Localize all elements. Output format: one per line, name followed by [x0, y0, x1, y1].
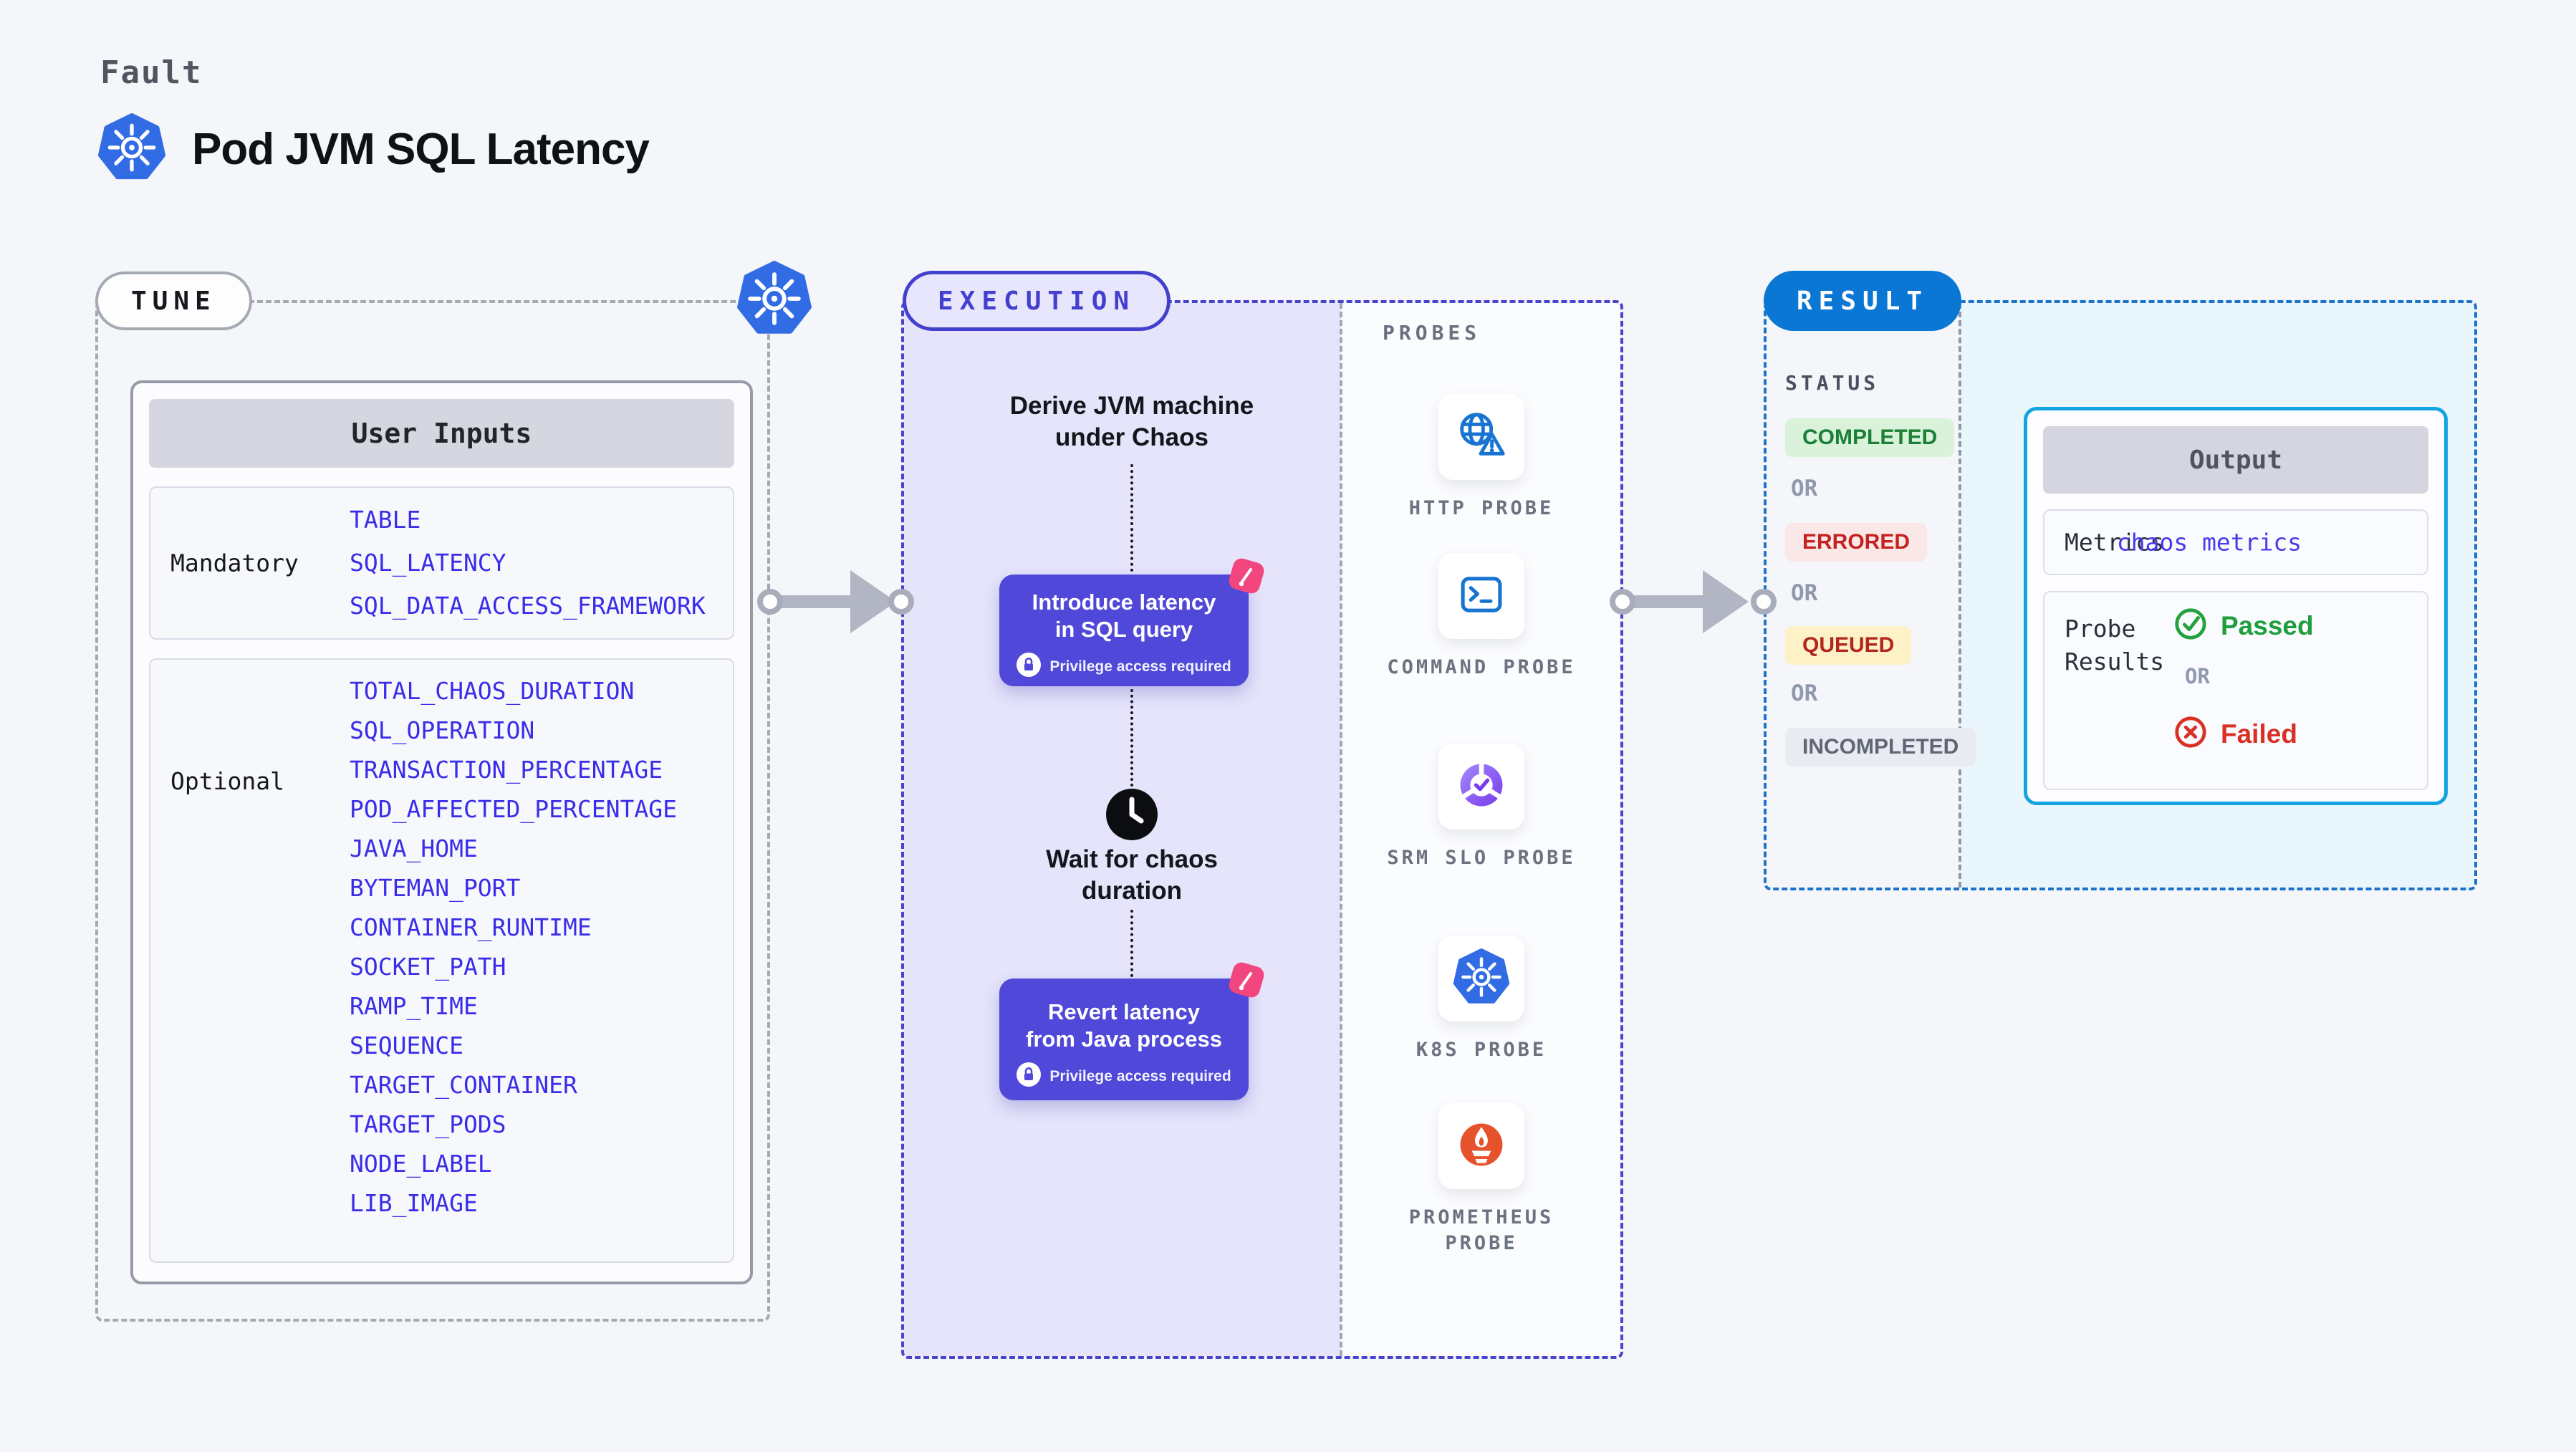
arrow-start-node [1610, 589, 1635, 615]
input-param: SQL_OPERATION [350, 716, 535, 744]
input-param: CONTAINER_RUNTIME [350, 913, 592, 941]
probe-label: PROMETHEUS PROBE [1408, 1206, 1554, 1254]
prometheus-flame-icon [1454, 1117, 1509, 1175]
status-badge-queued: QUEUED [1785, 626, 1912, 665]
probe-results-row: Probe Results Passed OR Failed [2043, 591, 2428, 790]
probe-label: SRM SLO PROBE [1387, 847, 1576, 869]
probe-card-prometheus [1438, 1103, 1524, 1189]
flow-connector [1130, 464, 1133, 572]
failed-label: Failed [2221, 718, 2297, 749]
privilege-note: Privilege access required [999, 653, 1249, 681]
arrow-end-node [888, 589, 914, 615]
probe-label: K8S PROBE [1416, 1039, 1547, 1061]
input-param: SQL_DATA_ACCESS_FRAMEWORK [350, 592, 706, 620]
mandatory-label: Mandatory [170, 549, 299, 577]
mandatory-values: TABLE SQL_LATENCY SQL_DATA_ACCESS_FRAMEW… [350, 507, 706, 619]
privilege-note-text: Privilege access required [1049, 658, 1231, 675]
result-pill: RESULT [1764, 271, 1962, 331]
execution-pill: EXECUTION [903, 271, 1171, 331]
tune-pill: TUNE [95, 271, 252, 330]
or-separator: OR [1791, 681, 1818, 706]
tune-section-box [95, 300, 770, 1322]
output-header: Output [2043, 426, 2428, 494]
probe-card-srm-slo [1438, 744, 1524, 830]
probe-results-label: Probe Results [2065, 615, 2165, 675]
input-param: RAMP_TIME [350, 992, 478, 1020]
probes-column-label: PROBES [1383, 321, 1481, 345]
status-badge-incompleted: INCOMPLETED [1785, 728, 1976, 766]
input-param: TRANSACTION_PERCENTAGE [350, 756, 663, 784]
input-param: TARGET_PODS [350, 1110, 506, 1138]
lock-icon [1017, 1062, 1042, 1091]
arrow-line [782, 595, 850, 608]
step-title: Revert latency from Java process [1026, 999, 1222, 1052]
metrics-row: Metrics chaos metrics [2043, 509, 2428, 575]
passed-result: Passed [2173, 607, 2314, 645]
execution-probes-divider [1340, 303, 1342, 1356]
check-circle-icon [2173, 607, 2208, 645]
arrow-start-node [757, 589, 783, 615]
x-circle-icon [2173, 715, 2208, 753]
output-card: Output Metrics chaos metrics Probe Resul… [2024, 407, 2448, 805]
optional-inputs-row: Optional TOTAL_CHAOS_DURATION SQL_OPERAT… [149, 658, 734, 1263]
user-inputs-card: User Inputs Mandatory TABLE SQL_LATENCY … [130, 380, 753, 1284]
chaos-experiment-icon [1224, 553, 1269, 602]
page-header: Pod JVM SQL Latency [97, 113, 650, 186]
privilege-note-text: Privilege access required [1049, 1068, 1231, 1085]
arrow-end-node [1751, 589, 1777, 615]
arrow-line [1634, 595, 1703, 608]
input-param: JAVA_HOME [350, 835, 478, 862]
revert-latency-step: Revert latency from Java process Privile… [999, 979, 1249, 1100]
mandatory-inputs-row: Mandatory TABLE SQL_LATENCY SQL_DATA_ACC… [149, 486, 734, 640]
or-separator: OR [1791, 476, 1818, 501]
fault-eyebrow: Fault [100, 54, 203, 91]
kubernetes-icon [1453, 948, 1510, 1009]
derive-step-text: Derive JVM machine under Chaos [1009, 392, 1254, 451]
passed-label: Passed [2221, 610, 2314, 640]
input-param: TARGET_CONTAINER [350, 1071, 577, 1099]
kubernetes-icon [736, 261, 812, 340]
optional-label: Optional [170, 767, 284, 795]
slo-wheel-check-icon [1454, 758, 1509, 816]
probe-card-k8s [1438, 936, 1524, 1021]
clock-icon [1105, 788, 1158, 845]
privilege-note: Privilege access required [999, 1062, 1249, 1091]
kubernetes-icon [97, 113, 166, 186]
status-badge-completed: COMPLETED [1785, 418, 1955, 457]
probe-card-command [1438, 553, 1524, 639]
flow-connector [1130, 910, 1133, 977]
input-param: TOTAL_CHAOS_DURATION [350, 677, 635, 705]
input-param: BYTEMAN_PORT [350, 874, 521, 902]
metrics-label: Metrics [2065, 528, 2165, 557]
input-param: SOCKET_PATH [350, 953, 506, 981]
lock-icon [1017, 653, 1042, 681]
wait-step-text: Wait for chaos duration [1046, 845, 1218, 905]
or-separator: OR [1791, 580, 1818, 606]
chaos-experiment-icon [1224, 957, 1269, 1006]
optional-values: TOTAL_CHAOS_DURATION SQL_OPERATION TRANS… [350, 678, 677, 1216]
introduce-latency-step: Introduce latency in SQL query Privilege… [999, 574, 1249, 686]
input-param: POD_AFFECTED_PERCENTAGE [350, 795, 677, 823]
failed-result: Failed [2173, 715, 2297, 753]
probe-card-http [1438, 394, 1524, 480]
arrow-head [1703, 570, 1749, 633]
terminal-icon [1455, 568, 1508, 625]
user-inputs-header: User Inputs [149, 399, 734, 468]
status-column-label: STATUS [1785, 371, 1880, 395]
input-param: TABLE [350, 506, 421, 534]
or-separator: OR [2185, 664, 2210, 688]
status-badge-errored: ERRORED [1785, 523, 1928, 562]
status-output-divider [1959, 303, 1961, 888]
page-title: Pod JVM SQL Latency [192, 125, 650, 174]
input-param: SQL_LATENCY [350, 549, 506, 577]
probe-label: COMMAND PROBE [1387, 656, 1576, 678]
globe-alert-icon [1453, 408, 1509, 467]
step-title: Introduce latency in SQL query [1032, 590, 1216, 642]
flow-connector [1130, 689, 1133, 787]
input-param: NODE_LABEL [350, 1150, 492, 1178]
metrics-value: chaos metrics [2116, 528, 2302, 557]
input-param: LIB_IMAGE [350, 1189, 478, 1217]
input-param: SEQUENCE [350, 1032, 463, 1059]
probe-label: HTTP PROBE [1408, 497, 1554, 519]
